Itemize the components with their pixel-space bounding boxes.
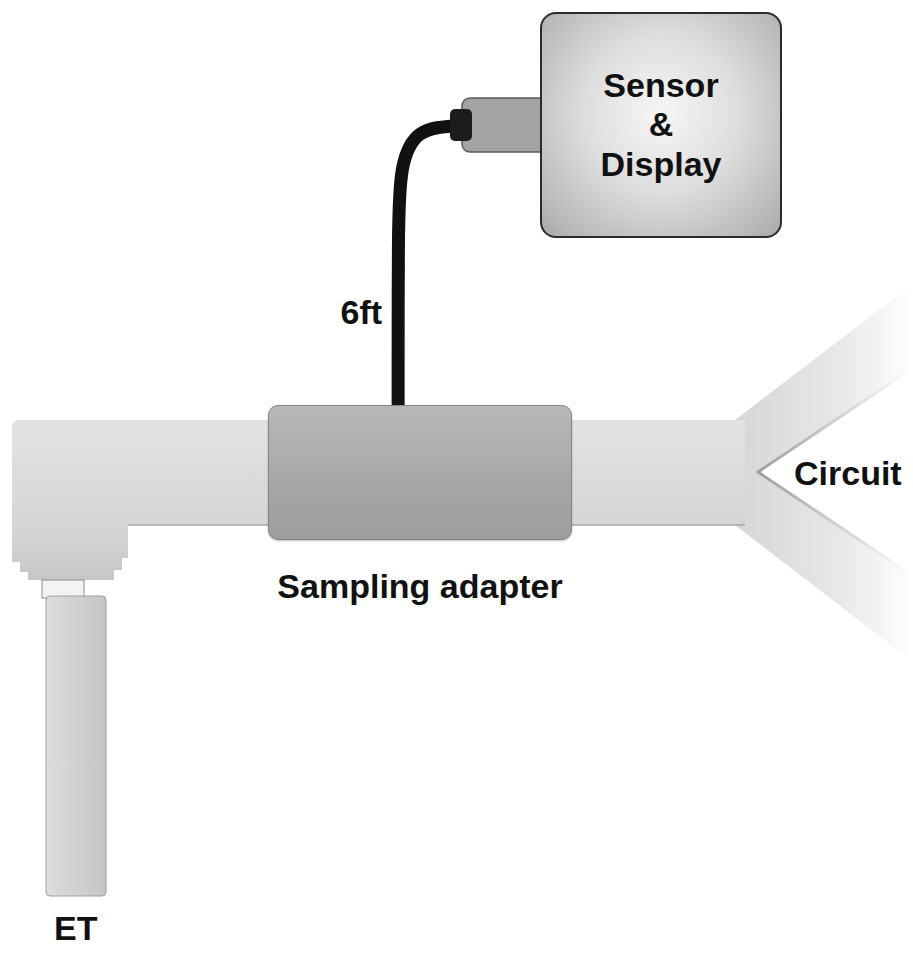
sampling-adapter: Sampling adapter bbox=[268, 405, 572, 540]
circuit-y-piece bbox=[735, 284, 913, 662]
circuit-label: Circuit bbox=[792, 456, 904, 490]
et-connector bbox=[42, 580, 84, 598]
box-title: Sensor & Display bbox=[601, 66, 722, 183]
sensor-display-box: Sensor & Display bbox=[540, 12, 782, 238]
cable-strain-relief bbox=[450, 109, 472, 141]
cable-length-label: 6ft bbox=[339, 295, 385, 329]
part-label: Sampling adapter bbox=[277, 567, 562, 606]
circuit-y-shading bbox=[758, 368, 913, 576]
sampling-cable bbox=[398, 125, 540, 405]
endotracheal-tube bbox=[46, 596, 106, 896]
et-label: ET bbox=[52, 911, 99, 945]
